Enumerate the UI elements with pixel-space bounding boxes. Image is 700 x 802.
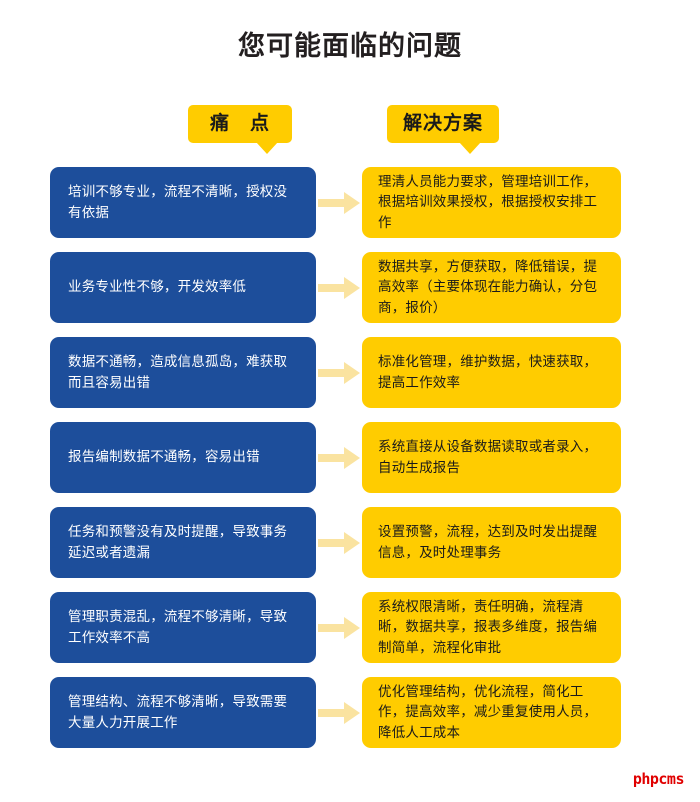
solution-card-text: 系统权限清晰，责任明确，流程清晰，数据共享，报表多维度，报告编制简单，流程化审批 [378,598,598,656]
table-row: 培训不够专业，流程不清晰，授权没有依据 理清人员能力要求，管理培训工作，根据培训… [0,167,700,239]
pain-card-text: 培训不够专业，流程不清晰，授权没有依据 [68,183,288,220]
arrow-right-icon [316,337,362,408]
solution-card-text: 数据共享，方便获取，降低错误，提高效率（主要体现在能力确认，分包商，报价） [378,258,598,316]
pain-card-text: 管理结构、流程不够清晰，导致需要大量人力开展工作 [68,693,288,730]
arrow-right-icon [316,592,362,663]
pain-card-text: 数据不通畅，造成信息孤岛，难获取而且容易出错 [68,353,288,390]
arrow-right-icon [316,422,362,493]
solution-card: 理清人员能力要求，管理培训工作，根据培训效果授权，根据授权安排工作 [362,167,621,239]
watermark: phpcms [632,770,685,788]
solution-card-text: 设置预警，流程，达到及时发出提醒信息，及时处理事务 [378,523,598,560]
pain-card: 业务专业性不够，开发效率低 [50,252,316,324]
header-badge-pain-label: 痛 点 [209,113,270,135]
pain-card: 管理职责混乱，流程不够清晰，导致工作效率不高 [50,592,316,664]
pain-card: 培训不够专业，流程不清晰，授权没有依据 [50,167,316,239]
pain-card: 任务和预警没有及时提醒，导致事务延迟或者遗漏 [50,507,316,579]
pain-card-text: 业务专业性不够，开发效率低 [68,279,247,295]
pain-card-text: 报告编制数据不通畅，容易出错 [68,449,260,465]
table-row: 管理结构、流程不够清晰，导致需要大量人力开展工作 优化管理结构，优化流程，简化工… [0,677,700,749]
pain-card-text: 任务和预警没有及时提醒，导致事务延迟或者遗漏 [68,523,288,560]
table-row: 数据不通畅，造成信息孤岛，难获取而且容易出错 标准化管理，维护数据，快速获取，提… [0,337,700,409]
solution-card-text: 标准化管理，维护数据，快速获取，提高工作效率 [378,353,598,390]
solution-card-text: 优化管理结构，优化流程，简化工作，提高效率，减少重复使用人员，降低人工成本 [378,683,598,741]
arrow-right-icon [316,507,362,578]
page-title: 您可能面临的问题 [238,31,462,61]
header-badge-pain: 痛 点 [188,105,292,155]
solution-card-text: 系统直接从设备数据读取或者录入，自动生成报告 [378,438,598,475]
infographic-root: 您可能面临的问题 痛 点 解决方案 培训不够专业，流程不清晰，授权没有依据 理清… [0,31,700,788]
rows-container: 培训不够专业，流程不清晰，授权没有依据 理清人员能力要求，管理培训工作，根据培训… [0,167,700,749]
pain-card: 报告编制数据不通畅，容易出错 [50,422,316,494]
solution-card-text: 理清人员能力要求，管理培训工作，根据培训效果授权，根据授权安排工作 [378,173,598,231]
solution-card: 系统直接从设备数据读取或者录入，自动生成报告 [362,422,621,494]
table-row: 管理职责混乱，流程不够清晰，导致工作效率不高 系统权限清晰，责任明确，流程清晰，… [0,592,700,664]
solution-card: 设置预警，流程，达到及时发出提醒信息，及时处理事务 [362,507,621,579]
pain-card-text: 管理职责混乱，流程不够清晰，导致工作效率不高 [68,608,288,645]
header-badge-solution: 解决方案 [387,105,499,155]
solution-card: 系统权限清晰，责任明确，流程清晰，数据共享，报表多维度，报告编制简单，流程化审批 [362,592,621,664]
pain-card: 管理结构、流程不够清晰，导致需要大量人力开展工作 [50,677,316,749]
table-row: 任务和预警没有及时提醒，导致事务延迟或者遗漏 设置预警，流程，达到及时发出提醒信… [0,507,700,579]
solution-card: 标准化管理，维护数据，快速获取，提高工作效率 [362,337,621,409]
table-row: 业务专业性不够，开发效率低 数据共享，方便获取，降低错误，提高效率（主要体现在能… [0,252,700,324]
pain-card: 数据不通畅，造成信息孤岛，难获取而且容易出错 [50,337,316,409]
table-row: 报告编制数据不通畅，容易出错 系统直接从设备数据读取或者录入，自动生成报告 [0,422,700,494]
solution-card: 优化管理结构，优化流程，简化工作，提高效率，减少重复使用人员，降低人工成本 [362,677,621,749]
arrow-right-icon [316,252,362,323]
header-badge-solution-label: 解决方案 [402,113,483,135]
solution-card: 数据共享，方便获取，降低错误，提高效率（主要体现在能力确认，分包商，报价） [362,252,621,324]
column-headers: 痛 点 解决方案 [0,105,700,155]
arrow-right-icon [316,167,362,238]
arrow-right-icon [316,677,362,748]
